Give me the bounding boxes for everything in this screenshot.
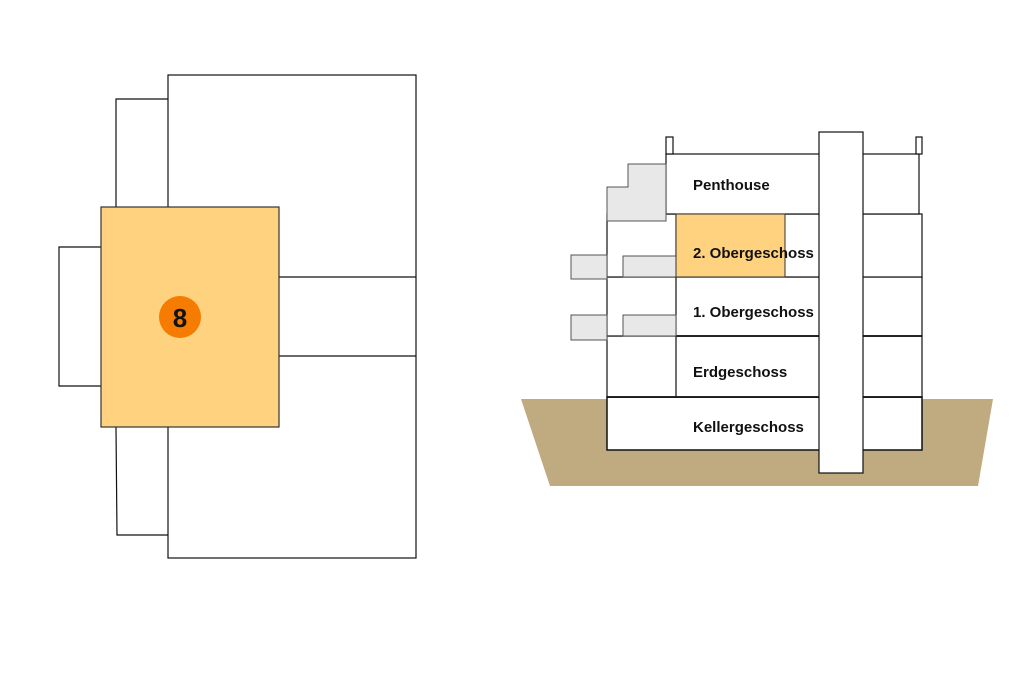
label-kellergeschoss: Kellergeschoss <box>693 419 804 436</box>
label-2-obergeschoss: 2. Obergeschoss <box>693 245 814 262</box>
label-penthouse: Penthouse <box>693 177 770 194</box>
floor-erdgeschoss <box>606 335 923 398</box>
balcony-1og-left <box>570 314 608 341</box>
balcony-1og-right <box>622 314 677 337</box>
unit-badge: 8 <box>159 296 201 338</box>
floor-kellergeschoss <box>606 396 923 451</box>
plan-bay <box>58 246 101 387</box>
balcony-2og-right <box>622 255 677 278</box>
label-1-obergeschoss: 1. Obergeschoss <box>693 304 814 321</box>
section-shaft <box>818 131 864 474</box>
section-view: Penthouse 2. Obergeschoss 1. Obergeschos… <box>521 131 993 486</box>
parapet-right <box>915 136 923 155</box>
section-unit-highlight <box>675 213 786 278</box>
label-erdgeschoss: Erdgeschoss <box>693 364 787 381</box>
stepped-terrace <box>606 163 667 222</box>
balcony-2og-left <box>570 254 608 280</box>
unit-number: 8 <box>173 303 187 333</box>
parapet-left <box>665 136 674 155</box>
plan-annex-lower <box>115 426 168 536</box>
plan-annex-upper <box>115 98 168 207</box>
floor-penthouse <box>665 153 920 215</box>
unit-badge-circle <box>159 296 201 338</box>
floor-plan <box>58 74 417 559</box>
